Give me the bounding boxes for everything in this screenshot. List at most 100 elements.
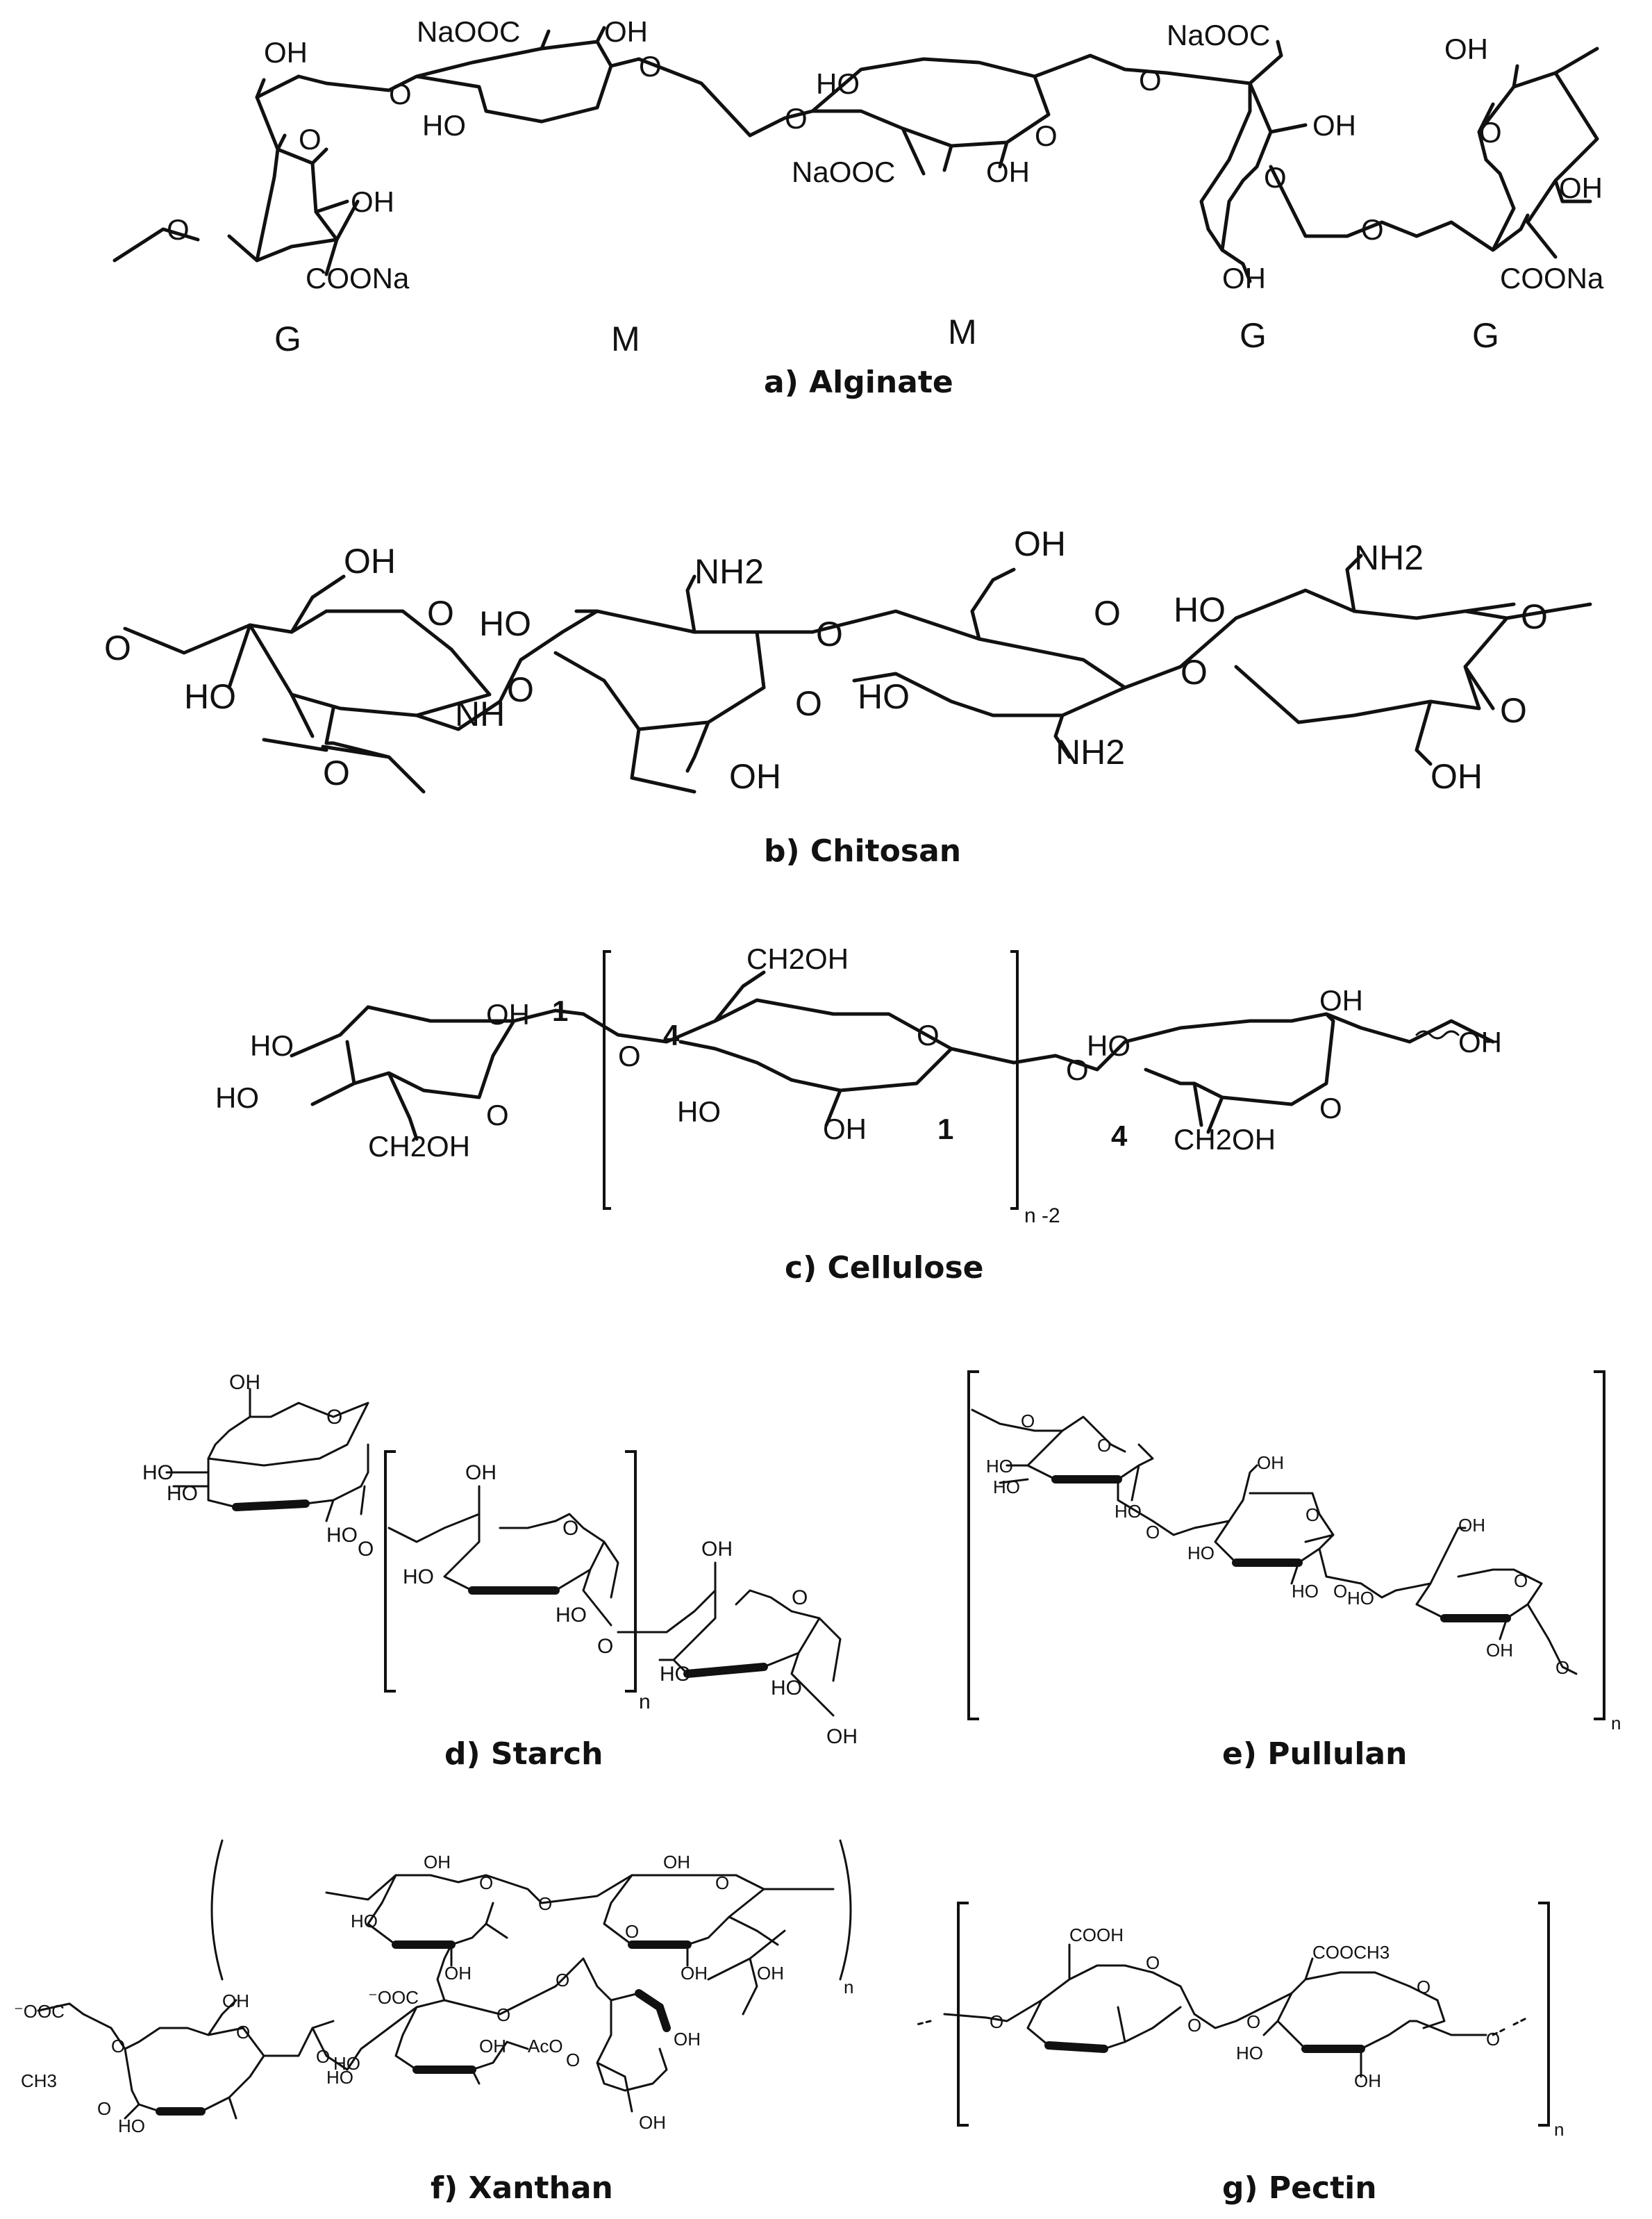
xanthan-atom-label: O bbox=[625, 1921, 639, 1942]
chitosan-atom-label: O bbox=[795, 684, 822, 723]
xanthan-atom-label: O bbox=[715, 1872, 729, 1893]
alginate-atom-label: NaOOC bbox=[792, 156, 895, 188]
alginate-unit-m: M bbox=[948, 313, 977, 351]
alginate-atom-label: O bbox=[299, 123, 322, 156]
starch-atom-label: HO bbox=[142, 1461, 174, 1484]
xanthan-atom-label: O bbox=[566, 2050, 580, 2070]
xanthan-atom-label: O bbox=[111, 2036, 125, 2056]
starch-atom-label: n bbox=[639, 1690, 651, 1713]
pectin-atom-label: O bbox=[1486, 2029, 1500, 2050]
pullulan-atom-label: O bbox=[1333, 1581, 1347, 1602]
cellulose-atom-label: HO bbox=[215, 1081, 259, 1114]
chitosan-atom-label: O bbox=[1500, 691, 1527, 730]
alginate-atom-label: NaOOC bbox=[1167, 19, 1270, 51]
starch-atom-label: HO bbox=[167, 1482, 198, 1505]
pullulan-atom-label: O bbox=[1305, 1504, 1319, 1525]
alginate-atom-label: O bbox=[1479, 116, 1502, 149]
caption-pectin: g) Pectin bbox=[1222, 2170, 1377, 2206]
cellulose-atom-label: OH bbox=[1319, 984, 1363, 1017]
alginate-labels: OH NaOOC OH HO HO NaOOC OH NaOOC OH OH O… bbox=[167, 15, 1604, 294]
chitosan-atom-label: O bbox=[323, 754, 350, 792]
caption-chitosan: b) Chitosan bbox=[764, 833, 961, 869]
xanthan-atom-label: O bbox=[316, 2046, 330, 2067]
starch-atom-label: OH bbox=[701, 1538, 733, 1561]
cellulose-atom-label: OH bbox=[1458, 1026, 1502, 1058]
cellulose-atom-label: CH2OH bbox=[1174, 1123, 1276, 1156]
cellulose-atom-label: OH bbox=[486, 998, 530, 1031]
cellulose-atom-label: HO bbox=[1087, 1029, 1130, 1062]
xanthan-structure bbox=[37, 1839, 852, 2120]
cellulose-atom-label: OH bbox=[823, 1113, 867, 1145]
starch-atom-label: O bbox=[326, 1406, 342, 1429]
xanthan-atom-label: O bbox=[556, 1970, 569, 1991]
pectin-atom-label: O bbox=[1187, 2015, 1201, 2036]
chitosan-atom-label: O bbox=[104, 629, 131, 667]
cellulose-atom-label: 1 bbox=[552, 995, 568, 1027]
xanthan-atom-label: AcO bbox=[528, 2036, 563, 2056]
pullulan-atom-label: HO bbox=[1187, 1543, 1215, 1563]
cellulose-atom-label: 4 bbox=[1111, 1120, 1128, 1152]
chitosan-atom-label: O bbox=[1521, 597, 1548, 636]
alginate-atom-label: OH bbox=[1312, 109, 1356, 142]
xanthan-atom-label: O bbox=[236, 2022, 250, 2043]
xanthan-atom-label: ⁻OOC bbox=[368, 1987, 419, 2008]
starch-atom-label: O bbox=[358, 1538, 374, 1561]
alginate-atom-label: O bbox=[389, 78, 412, 110]
xanthan-atom-label: OH bbox=[639, 2112, 666, 2133]
xanthan-atom-label: n bbox=[844, 1977, 853, 1997]
starch-atom-label: OH bbox=[229, 1371, 260, 1394]
alginate-unit-g: G bbox=[274, 319, 301, 358]
alginate-atom-label: OH bbox=[1222, 262, 1266, 294]
xanthan-atom-label: OH bbox=[674, 2029, 701, 2050]
alginate-atom-label: OH bbox=[1444, 33, 1488, 65]
starch-atom-label: O bbox=[562, 1517, 578, 1540]
cellulose-atom-label: 1 bbox=[937, 1113, 953, 1145]
xanthan-atom-label: OH bbox=[681, 1963, 708, 1984]
cellulose-atom-label: CH2OH bbox=[368, 1130, 470, 1163]
alginate-atom-label: OH bbox=[986, 156, 1030, 188]
pullulan-atom-label: O bbox=[1097, 1435, 1111, 1456]
xanthan-atom-label: OH bbox=[222, 1991, 249, 2011]
chitosan-atom-label: NH2 bbox=[694, 552, 764, 591]
cellulose-atom-label: n -2 bbox=[1024, 1204, 1060, 1227]
starch-atom-label: O bbox=[792, 1586, 808, 1609]
alginate-atom-label: O bbox=[1035, 119, 1058, 152]
alginate-atom-label: NaOOC bbox=[417, 15, 520, 48]
xanthan-atom-label: O bbox=[479, 1872, 493, 1893]
pectin-atom-label: O bbox=[1146, 1952, 1160, 1973]
pectin-structure bbox=[915, 1902, 1550, 2127]
xanthan-atom-label: HO bbox=[118, 2116, 145, 2136]
xanthan-atom-label: HO bbox=[351, 1911, 378, 1931]
cellulose-atom-label: O bbox=[1319, 1092, 1342, 1124]
alginate-atom-label: OH bbox=[264, 36, 308, 69]
chitosan-atom-label: OH bbox=[1430, 757, 1483, 796]
pullulan-atom-label: O bbox=[1514, 1570, 1528, 1591]
chitosan-atom-label: HO bbox=[479, 604, 531, 643]
chitosan-atom-label: NH2 bbox=[1056, 733, 1125, 772]
chitosan-atom-label: O bbox=[816, 615, 843, 654]
starch-structure bbox=[165, 1388, 842, 1717]
alginate-atom-label: HO bbox=[422, 109, 466, 142]
starch-atom-label: OH bbox=[826, 1725, 858, 1748]
starch-atom-label: HO bbox=[771, 1677, 802, 1699]
starch-atom-label: OH bbox=[465, 1461, 497, 1484]
xanthan-atom-label: ⁻OOC bbox=[14, 2001, 65, 2022]
alginate-atom-label: O bbox=[167, 213, 190, 246]
pullulan-atom-label: O bbox=[1146, 1522, 1160, 1543]
alginate-structure bbox=[112, 26, 1599, 283]
alginate-atom-label: O bbox=[1264, 161, 1287, 194]
chitosan-atom-label: O bbox=[1180, 653, 1208, 692]
alginate-atom-label: COONa bbox=[1500, 262, 1604, 294]
pullulan-atom-label: HO bbox=[993, 1477, 1020, 1497]
pullulan-atom-label: OH bbox=[1486, 1640, 1513, 1661]
xanthan-atom-label: OH bbox=[479, 2036, 506, 2056]
alginate-atom-label: HO bbox=[816, 67, 860, 100]
pullulan-labels: O O HO HO HO O OH O HO HO O OH O HO OH O… bbox=[986, 1411, 1621, 1734]
xanthan-atom-label: OH bbox=[444, 1963, 472, 1984]
chitosan-structure bbox=[123, 554, 1592, 794]
pectin-atom-label: O bbox=[1417, 1977, 1430, 1997]
chitosan-atom-label: O bbox=[507, 670, 534, 709]
starch-atom-label: O bbox=[597, 1635, 613, 1658]
cellulose-atom-label: O bbox=[486, 1099, 509, 1131]
